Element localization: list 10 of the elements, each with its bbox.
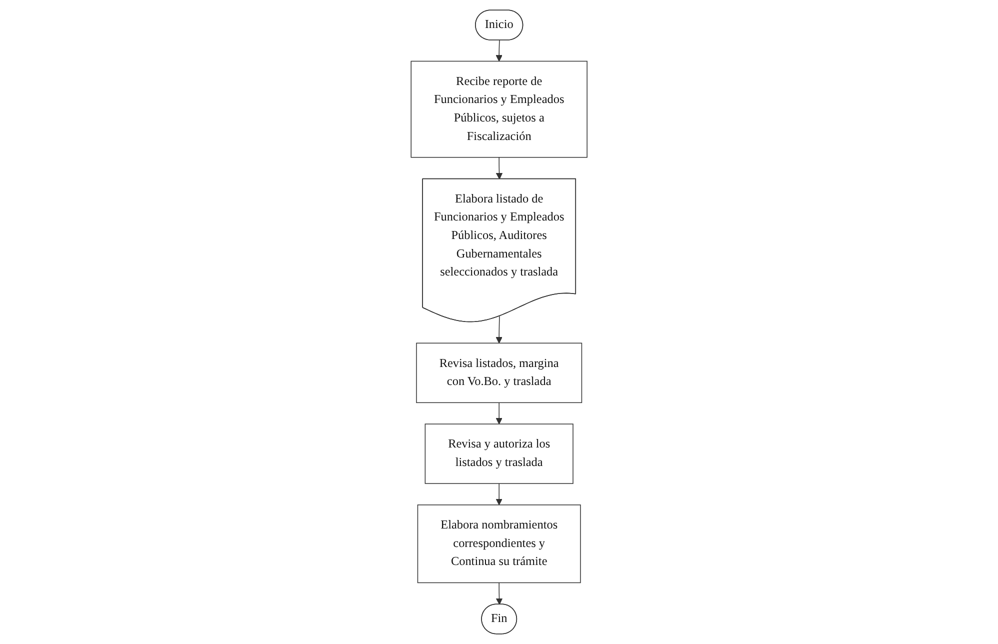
arrow — [496, 582, 503, 605]
arrow — [496, 316, 502, 344]
node-box: Revisa listados, margina con Vo.Bo. y traslada — [416, 342, 582, 404]
node-box: Elabora nombramientos correspondientes y Continua su trámite — [417, 504, 581, 584]
arrow — [496, 402, 502, 424]
node-box: Revisa y autoriza los listados y traslada — [424, 424, 574, 484]
node-box: Recibe reporte de Funcionarios y Empleados Públicos, sujetos a Fiscalización — [410, 60, 588, 158]
arrow — [496, 157, 503, 180]
arrow — [496, 40, 502, 62]
arrow — [496, 483, 502, 506]
